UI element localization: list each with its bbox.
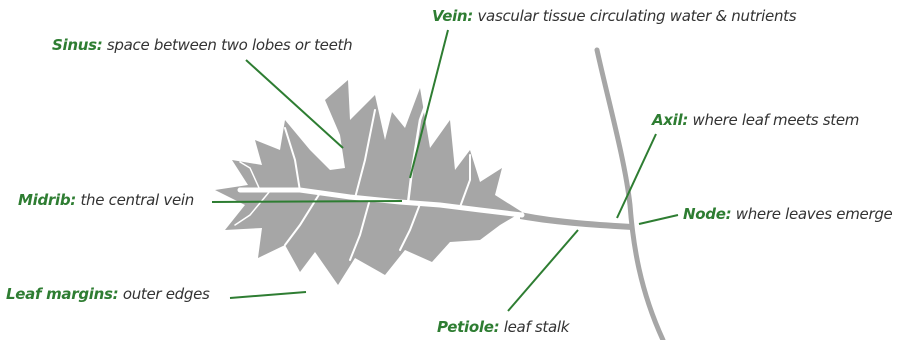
petiole xyxy=(520,212,632,230)
vein-callout: Vein: vascular tissue circulating water … xyxy=(432,9,796,24)
leaf-margins-description: outer edges xyxy=(123,285,210,303)
sinus-callout: Sinus: space between two lobes or teeth xyxy=(52,38,352,53)
leaf-margins-term: Leaf margins: xyxy=(6,285,118,303)
axil-description: where leaf meets stem xyxy=(693,111,860,129)
leaf-margins-callout: Leaf margins: outer edges xyxy=(6,287,210,302)
petiole-leader xyxy=(508,230,578,311)
axil-callout: Axil: where leaf meets stem xyxy=(652,113,859,128)
axil-leader xyxy=(617,134,656,218)
sinus-description: space between two lobes or teeth xyxy=(107,36,352,54)
midrib-term: Midrib: xyxy=(18,191,76,209)
stem xyxy=(597,50,663,340)
node-leader xyxy=(639,215,678,224)
node-description: where leaves emerge xyxy=(736,205,893,223)
petiole-description: leaf stalk xyxy=(504,318,569,336)
vein-term: Vein: xyxy=(432,7,473,25)
node-term: Node: xyxy=(683,205,731,223)
vein-description: vascular tissue circulating water & nutr… xyxy=(477,7,796,25)
midrib-leader xyxy=(212,201,402,202)
midrib-callout: Midrib: the central vein xyxy=(18,193,194,208)
leaf-blade xyxy=(215,80,522,285)
node-callout: Node: where leaves emerge xyxy=(683,207,892,222)
petiole-term: Petiole: xyxy=(437,318,499,336)
midrib-description: the central vein xyxy=(80,191,194,209)
margins-leader xyxy=(230,292,306,298)
petiole-callout: Petiole: leaf stalk xyxy=(437,320,569,335)
axil-term: Axil: xyxy=(652,111,688,129)
sinus-term: Sinus: xyxy=(52,36,102,54)
